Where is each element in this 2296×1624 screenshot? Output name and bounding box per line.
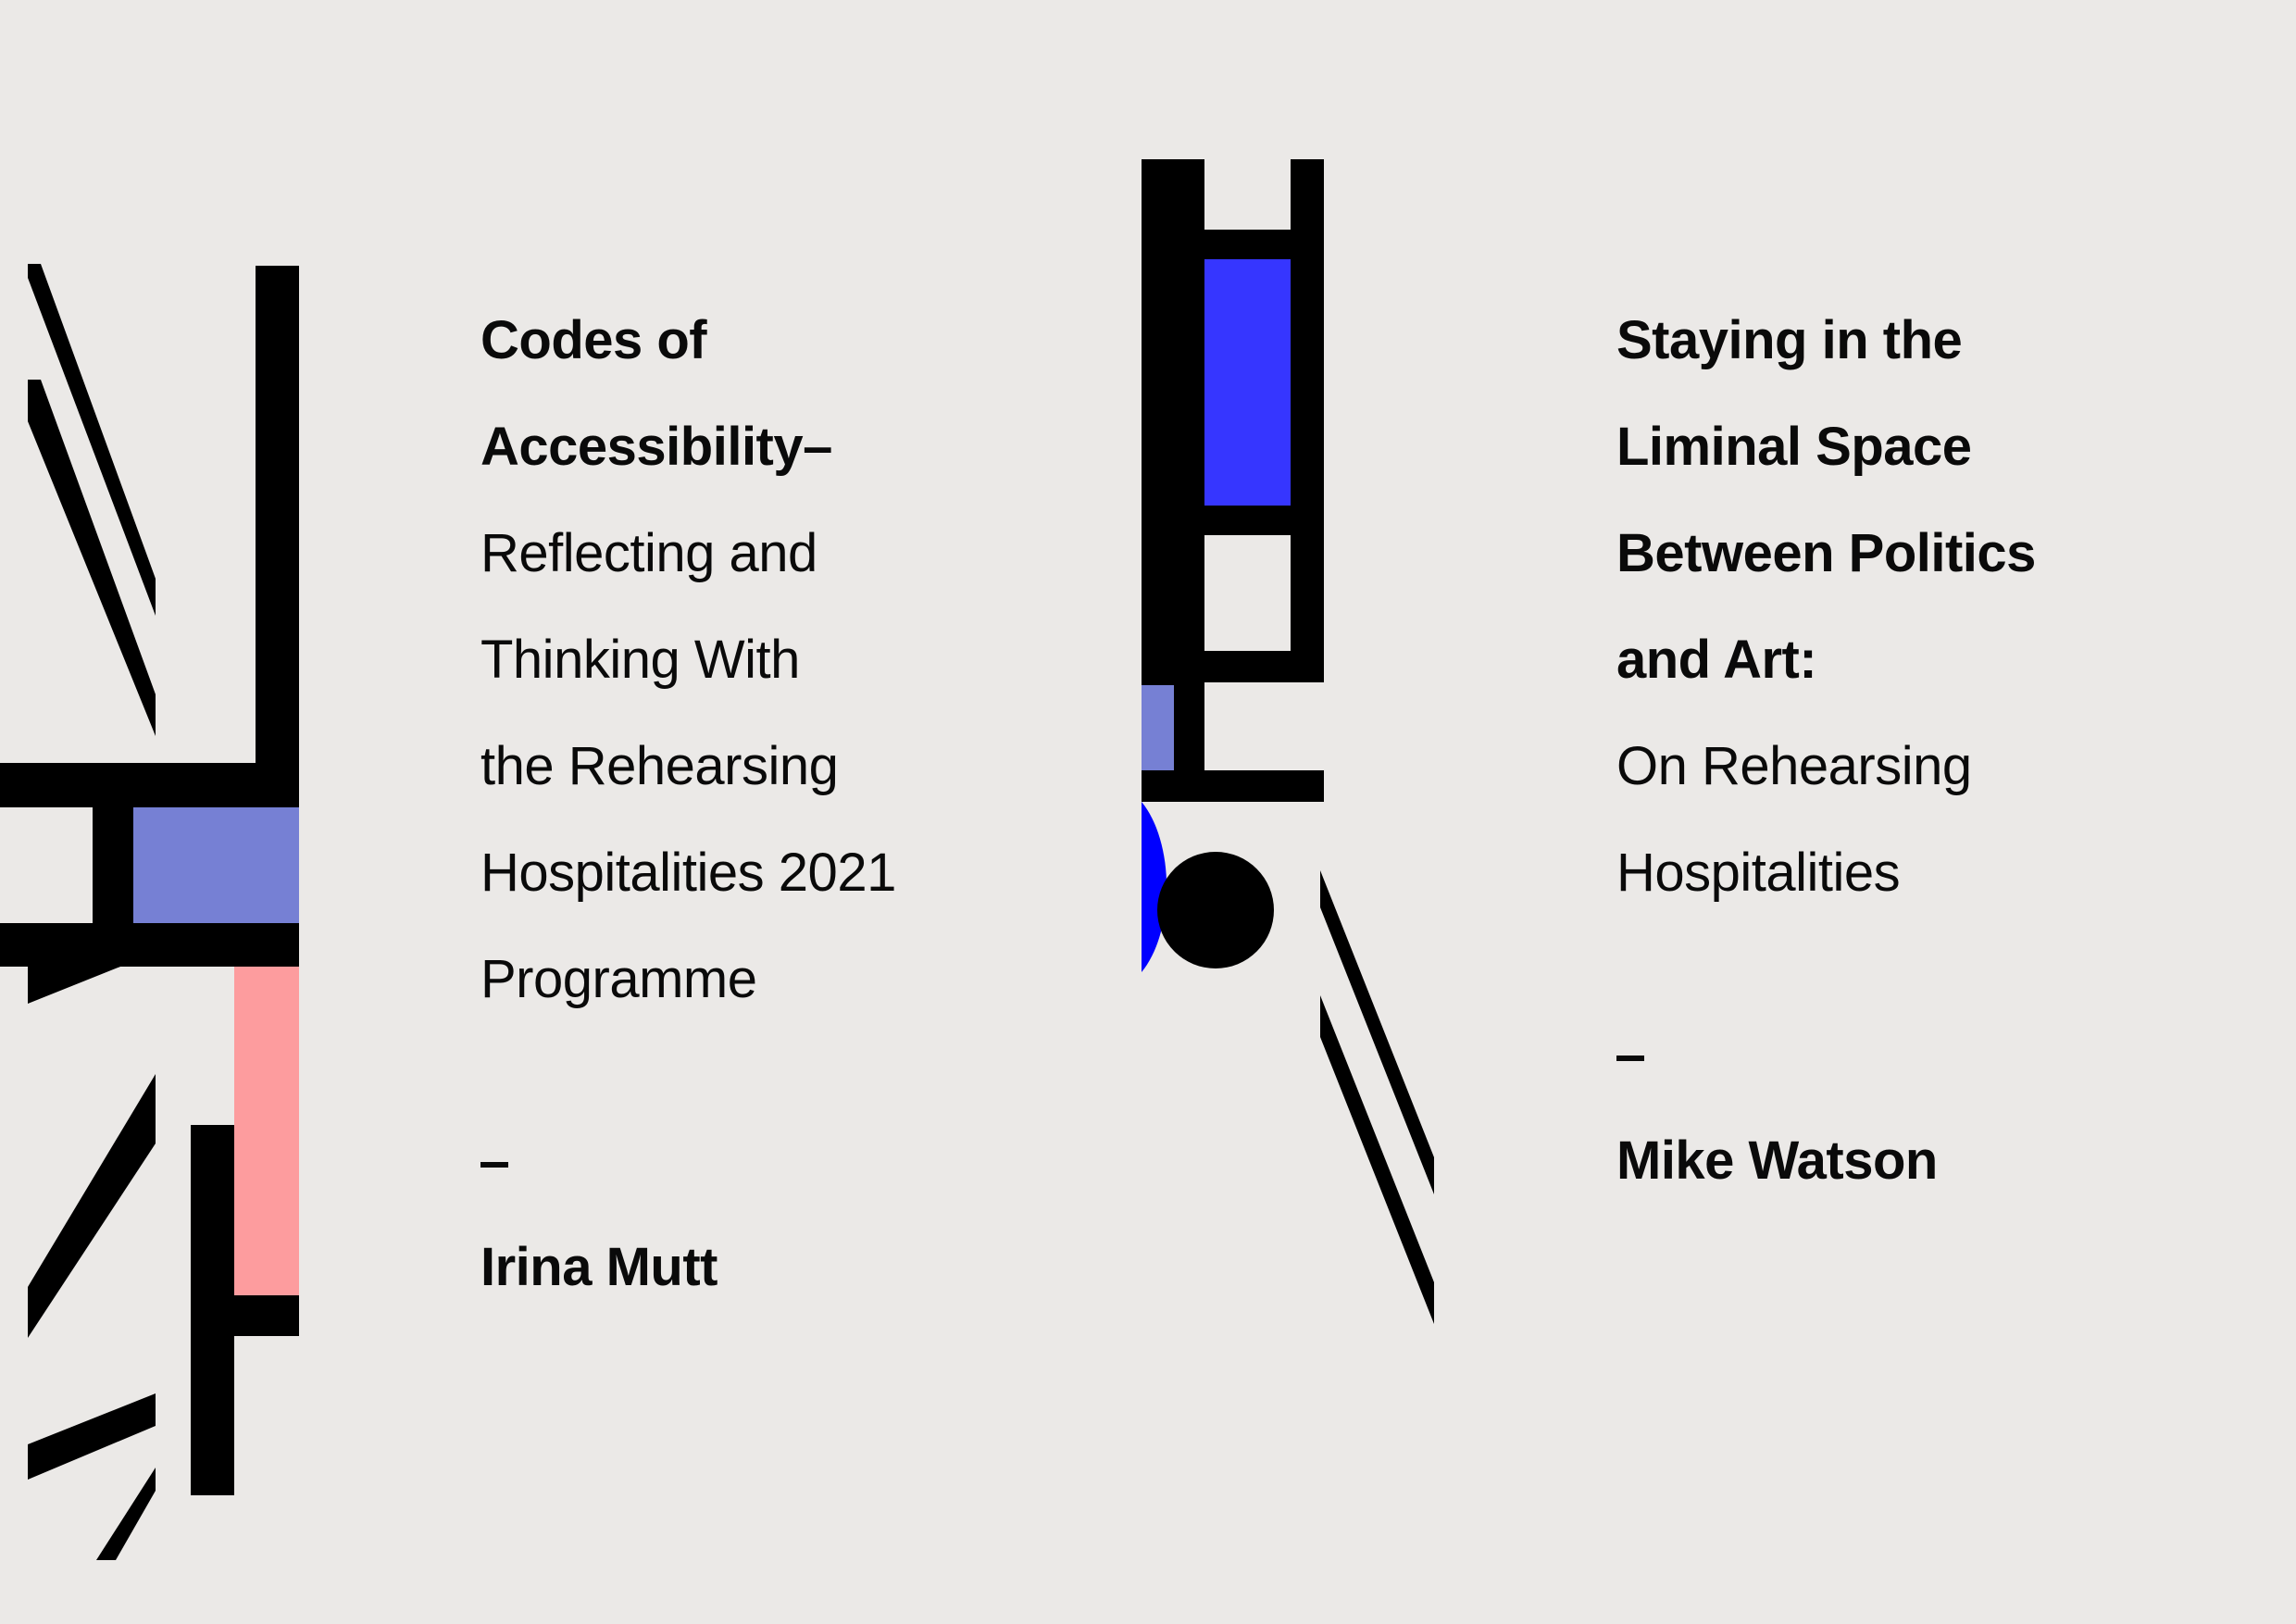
- blue-half-disc: [1142, 802, 1167, 972]
- horizontal-bar: [1204, 651, 1324, 682]
- vertical-bar: [191, 1125, 234, 1495]
- horizontal-bar: [1204, 230, 1291, 259]
- article-subtitle-line: Hospitalities 2021: [480, 843, 896, 903]
- author-dash: [480, 1162, 508, 1168]
- horizontal-bar: [0, 923, 299, 967]
- periwinkle-block: [133, 807, 299, 923]
- article-subtitle-line: Reflecting and: [480, 523, 817, 583]
- diagonal-stripe: [1320, 995, 1434, 1324]
- horizontal-bar: [234, 1295, 299, 1336]
- article-title-line: and Art:: [1616, 630, 1817, 690]
- horizontal-bar: [1142, 770, 1324, 802]
- article-subtitle-line: Programme: [480, 949, 757, 1009]
- vertical-bar: [1174, 682, 1204, 770]
- article-author: Irina Mutt: [480, 1237, 718, 1297]
- article-subtitle-line: Hospitalities: [1616, 843, 1901, 903]
- diagonal-stripe: [28, 1393, 156, 1480]
- middle-composition: [1142, 159, 1434, 1324]
- vertical-bar: [1291, 159, 1324, 682]
- vertical-bar: [256, 266, 299, 807]
- article-title-line: Accessibility–: [480, 417, 832, 477]
- horizontal-bar: [0, 763, 299, 807]
- black-disc: [1157, 852, 1274, 968]
- author-dash: [1616, 1056, 1644, 1061]
- left-composition: [0, 264, 299, 1560]
- article-title-line: Staying in the: [1616, 310, 1963, 370]
- horizontal-bar: [1204, 506, 1291, 535]
- post: [93, 807, 133, 925]
- article-entry-staying-in-liminal-space: Staying in the Liminal Space Between Pol…: [1616, 287, 2036, 1214]
- periwinkle-block: [1142, 685, 1174, 770]
- diagonal-stripe: [96, 1468, 156, 1560]
- vertical-bar: [1142, 159, 1204, 685]
- article-entry-codes-of-accessibility: Codes of Accessibility– Reflecting and T…: [480, 287, 896, 1320]
- article-title-line: Codes of: [480, 310, 707, 370]
- article-title-line: Liminal Space: [1616, 417, 1972, 477]
- diagonal-stripe: [28, 1074, 156, 1338]
- article-author: Mike Watson: [1616, 1131, 1938, 1191]
- article-subtitle-line: Thinking With: [480, 630, 800, 690]
- salmon-block: [234, 967, 299, 1295]
- diagonal-stripe: [28, 380, 156, 736]
- royal-blue-block: [1204, 259, 1291, 506]
- article-subtitle-line: On Rehearsing: [1616, 736, 1972, 796]
- diagonal-stripe: [1320, 870, 1434, 1194]
- diagonal-stripe: [28, 264, 156, 616]
- diagonal-stripe: [28, 967, 120, 1004]
- article-subtitle-line: the Rehearsing: [480, 736, 839, 796]
- article-title-line: Between Politics: [1616, 523, 2036, 583]
